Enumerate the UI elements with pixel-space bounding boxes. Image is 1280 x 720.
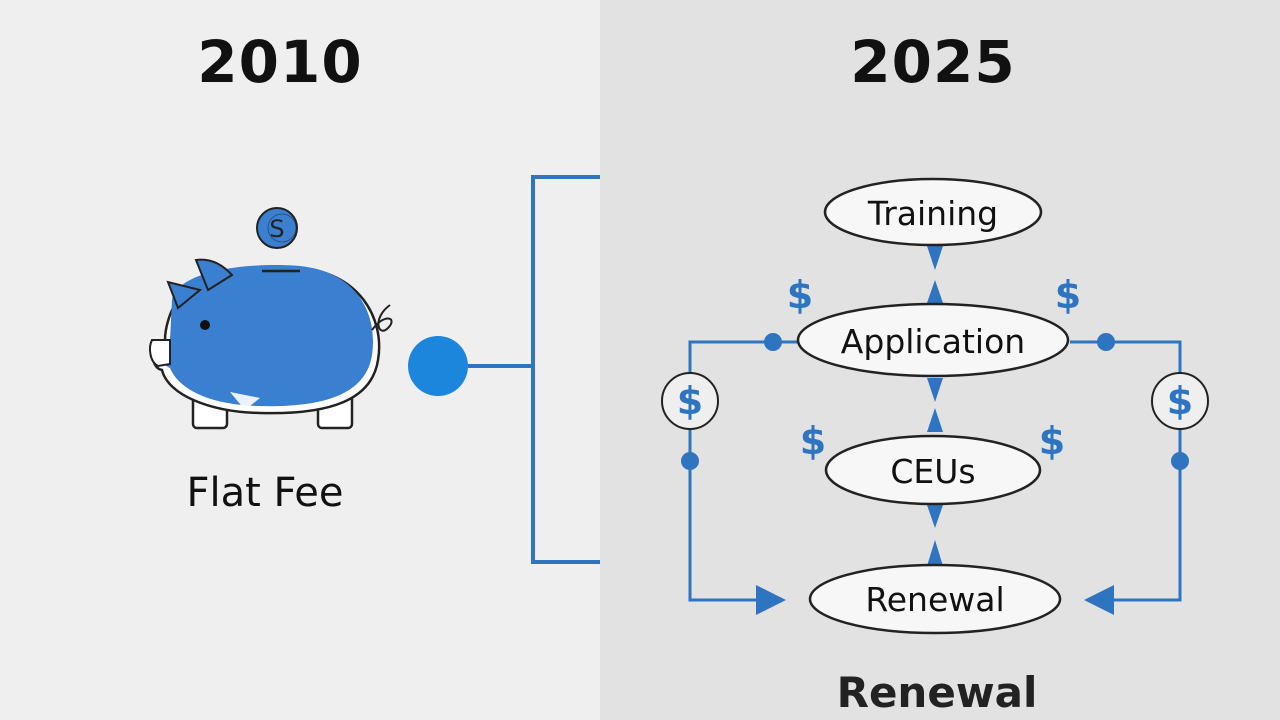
- node-application: Application: [796, 302, 1070, 378]
- dollar-sign: $: [1055, 273, 1081, 317]
- connector-dot: [408, 336, 468, 396]
- coin-icon: S: [256, 207, 298, 249]
- node-ceus: CEUs: [824, 434, 1042, 506]
- node-training: Training: [823, 177, 1043, 247]
- dollar-coin-left: $: [661, 372, 719, 430]
- node-renewal: Renewal: [808, 563, 1062, 635]
- year-2025-heading: 2025: [850, 28, 1016, 96]
- svg-text:CEUs: CEUs: [890, 452, 975, 491]
- loop-left: [688, 340, 800, 615]
- svg-text:Training: Training: [867, 194, 998, 233]
- coin-symbol: S: [269, 215, 284, 243]
- dollar-coin-right: $: [1151, 372, 1209, 430]
- dollar-sign: $: [787, 273, 813, 317]
- dollar-sign: $: [800, 419, 826, 463]
- bracket-connector: [531, 175, 600, 564]
- vertical-connectors: [927, 246, 943, 566]
- svg-text:$: $: [1167, 379, 1193, 423]
- year-2010-heading: 2010: [197, 28, 363, 96]
- svg-text:Application: Application: [841, 322, 1025, 361]
- loop-dots: [681, 333, 1189, 470]
- svg-text:Renewal: Renewal: [865, 580, 1004, 619]
- renewal-caption: Renewal: [836, 668, 1038, 717]
- piggy-bank-icon: [149, 258, 393, 430]
- flat-fee-label: Flat Fee: [186, 470, 344, 516]
- dollar-sign: $: [1039, 419, 1065, 463]
- svg-text:$: $: [677, 379, 703, 423]
